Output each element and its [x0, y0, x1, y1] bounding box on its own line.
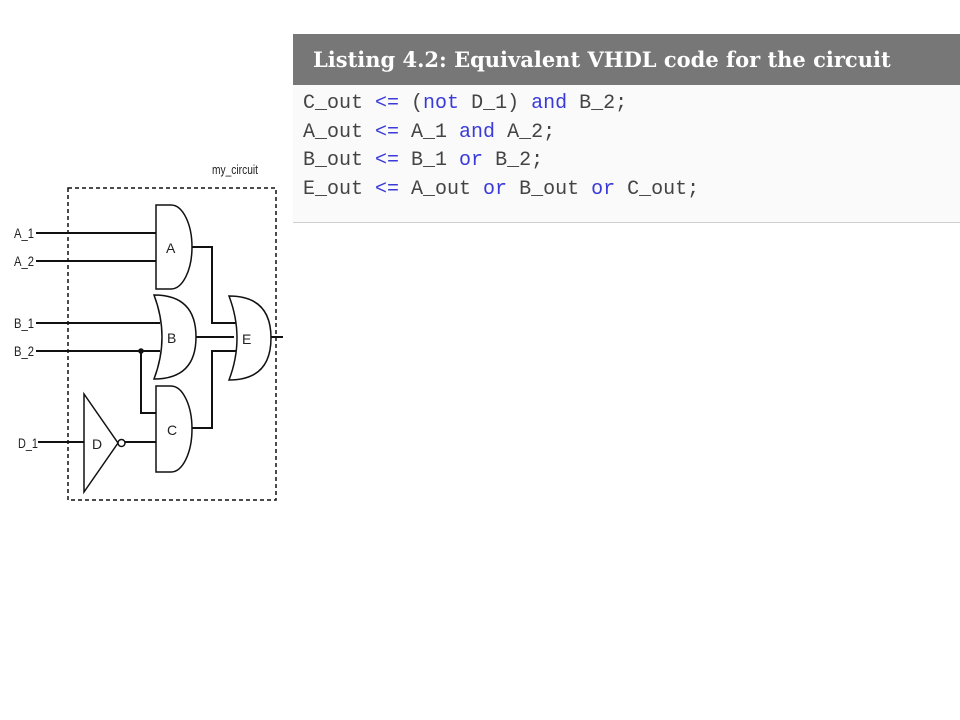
code-keyword: and — [531, 92, 568, 115]
gate-label-c: C — [167, 422, 177, 438]
code-keyword: <= — [375, 177, 400, 201]
code-text: B_1 — [399, 149, 460, 172]
circuit-name-label: my_circuit — [212, 162, 258, 177]
code-keyword: and — [459, 120, 496, 144]
code-line: E_out <= A_out or B_out or C_out; — [303, 176, 960, 205]
input-label-a1: A_1 — [14, 225, 34, 241]
input-label-a2: A_2 — [14, 253, 34, 269]
input-label-b1: B_1 — [14, 315, 34, 331]
code-keyword: not — [423, 92, 460, 115]
wires — [36, 232, 283, 443]
circuit-diagram: my_circuit A_1 A_2 B_1 B_2 D_1 A B C D E — [14, 162, 283, 501]
or-gate-e: E — [227, 295, 272, 381]
wire-junction-dot — [138, 348, 144, 354]
and-gate-c: C — [155, 385, 193, 473]
code-text: B_2; — [567, 92, 628, 115]
code-text: B_2; — [483, 149, 544, 172]
input-label-d1: D_1 — [18, 435, 38, 451]
and-gate-a: A — [155, 204, 193, 290]
circuit-boundary — [67, 187, 277, 501]
code-text: B_out — [507, 177, 592, 201]
code-block: C_out <= (not D_1) and B_2;A_out <= A_1 … — [293, 85, 960, 204]
code-text: A_out — [303, 120, 376, 144]
code-text: ( — [399, 92, 424, 115]
code-keyword: or — [591, 177, 616, 201]
code-text: C_out — [303, 92, 376, 115]
gate-label-a: A — [166, 240, 176, 256]
code-listing: Listing 4.2: Equivalent VHDL code for th… — [293, 34, 960, 223]
code-text: A_2; — [495, 120, 556, 144]
code-keyword: or — [459, 149, 484, 172]
not-gate-d: D — [83, 391, 126, 495]
gate-label-e: E — [242, 331, 251, 347]
listing-caption: Listing 4.2: Equivalent VHDL code for th… — [293, 34, 960, 85]
code-text: B_out — [303, 149, 376, 172]
code-line: C_out <= (not D_1) and B_2; — [303, 90, 960, 119]
code-line: A_out <= A_1 and A_2; — [303, 119, 960, 148]
code-line: B_out <= B_1 or B_2; — [303, 147, 960, 176]
code-keyword: or — [483, 177, 508, 201]
code-text: E_out — [303, 177, 376, 201]
code-text: A_1 — [399, 120, 460, 144]
code-text: A_out — [399, 177, 484, 201]
code-keyword: <= — [375, 149, 400, 172]
gate-label-b: B — [167, 330, 176, 346]
gate-label-d: D — [92, 436, 102, 452]
inverter-bubble — [117, 438, 126, 448]
code-text: D_1) — [459, 92, 532, 115]
or-gate-b: B — [152, 294, 197, 380]
input-label-b2: B_2 — [14, 343, 34, 359]
code-keyword: <= — [375, 120, 400, 144]
code-text: C_out; — [615, 177, 700, 201]
code-keyword: <= — [375, 92, 400, 115]
